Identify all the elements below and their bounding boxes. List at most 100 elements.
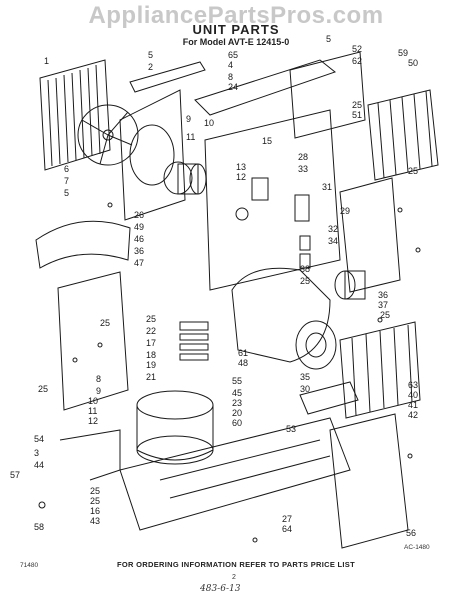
evaporator-coil [367, 89, 439, 181]
callout-number: 25 [352, 100, 362, 110]
callout-number: 36 [134, 246, 144, 256]
callout-number: 42 [408, 410, 418, 420]
callout-number: 11 [88, 406, 97, 416]
callout-number: 25 [100, 318, 110, 328]
callout-number: 19 [146, 360, 156, 370]
fan-blade [77, 104, 139, 166]
callout-number: 5 [64, 188, 69, 198]
callout-number: 6 [64, 164, 69, 174]
partition-panel [204, 109, 341, 291]
callout-number: 29 [340, 206, 350, 216]
callout-number: 1 [44, 56, 49, 66]
blower-housing [231, 267, 337, 370]
callout-number: 25 [90, 496, 100, 506]
filter-panel [329, 413, 409, 549]
callout-number: 9 [186, 114, 191, 124]
callout-number: 55 [232, 376, 242, 386]
callout-number: 25 [146, 314, 156, 324]
callout-number: 12 [236, 172, 246, 182]
callout-number: 30 [300, 384, 310, 394]
air-deflector [35, 220, 131, 269]
callout-number: 5 [326, 34, 331, 44]
callout-number: 15 [262, 136, 272, 146]
callout-number: 62 [352, 56, 362, 66]
compressor [136, 390, 214, 465]
callout-number: 51 [352, 110, 362, 120]
callout-number: 2 [148, 62, 153, 72]
side-panel-right [339, 177, 401, 293]
ordering-instruction: FOR ORDERING INFORMATION REFER TO PARTS … [117, 560, 355, 569]
callout-number: 57 [10, 470, 20, 480]
callout-number: 7 [64, 176, 69, 186]
callout-number: 56 [406, 528, 416, 538]
callout-number: 63 [408, 380, 418, 390]
callout-number: 25 [380, 310, 390, 320]
callout-number: 49 [134, 222, 144, 232]
callout-number: 58 [34, 522, 44, 532]
page-title: UNIT PARTS [192, 22, 280, 37]
callout-number: 64 [282, 524, 292, 534]
base-pan [119, 417, 351, 531]
callout-number: 44 [34, 460, 44, 470]
fan-motor [163, 161, 207, 195]
callout-number: 10 [204, 118, 214, 128]
refrigerant-tubing [59, 429, 121, 481]
callout-number: 60 [232, 418, 242, 428]
side-panel-left [57, 271, 129, 411]
condenser-coil [39, 59, 111, 171]
callout-number: 22 [146, 326, 156, 336]
callout-number: 10 [88, 396, 98, 406]
model-subtitle: For Model AVT-E 12415-0 [182, 37, 290, 47]
callout-number: 18 [146, 350, 156, 360]
callout-number: 50 [408, 58, 418, 68]
callout-number: 28 [298, 152, 308, 162]
top-bracket [129, 61, 206, 93]
callout-number: 48 [238, 358, 248, 368]
callout-number: 24 [228, 82, 238, 92]
callout-number: 27 [282, 514, 292, 524]
callout-number: 65 [228, 50, 238, 60]
top-cover [194, 59, 337, 116]
callout-number: 34 [328, 236, 338, 246]
callout-number: 4 [228, 60, 233, 70]
callout-number: 37 [378, 300, 388, 310]
callout-number: 25 [90, 486, 100, 496]
diagram-code: AC-1480 [404, 544, 430, 551]
callout-number: 36 [378, 290, 388, 300]
callout-number: 9 [96, 386, 101, 396]
exploded-diagram: 1526548245526259506759101115131225512833… [10, 34, 439, 549]
callout-number: 46 [134, 234, 144, 244]
callout-number: 31 [322, 182, 332, 192]
callout-number: 8 [228, 72, 233, 82]
callout-number: 33 [298, 164, 308, 174]
callout-number: 12 [88, 416, 98, 426]
callout-number: 26 [134, 210, 144, 220]
callout-number: 3 [34, 448, 39, 458]
callout-number: 35 [300, 372, 310, 382]
callout-number: 54 [34, 434, 44, 444]
callout-number: 59 [398, 48, 408, 58]
callout-number: 8 [96, 374, 101, 384]
handwritten-note: 483-6-13 [200, 584, 241, 594]
callout-number: 45 [232, 388, 242, 398]
blower-motor [334, 270, 366, 300]
callout-number: 16 [90, 506, 100, 516]
callout-number: 25 [300, 276, 310, 286]
callout-number: 21 [146, 372, 156, 382]
callout-number: 32 [328, 224, 338, 234]
callout-number: 38 [300, 264, 310, 274]
lower-coil [339, 321, 421, 419]
callout-number: 23 [232, 398, 242, 408]
callout-number: 25 [38, 384, 48, 394]
page-number: 2 [232, 574, 236, 581]
callout-number: 25 [408, 166, 418, 176]
fan-shroud [119, 89, 186, 221]
callout-number: 47 [134, 258, 144, 268]
callout-number: 13 [236, 162, 246, 172]
filter-tray [299, 381, 359, 415]
hardware [38, 202, 421, 543]
callout-number: 20 [232, 408, 242, 418]
callout-number: 43 [90, 516, 100, 526]
